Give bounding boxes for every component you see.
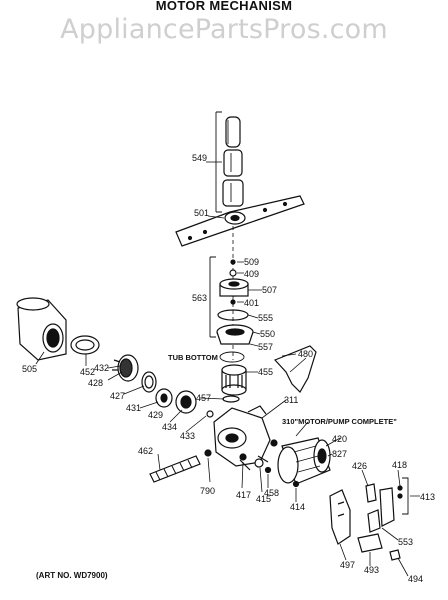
art-number: (ART NO. WD7900) [36, 571, 108, 580]
part-501-spray-arm [175, 195, 305, 247]
label-507: 507 [262, 285, 277, 295]
label-409: 409 [244, 269, 259, 279]
label-501: 501 [194, 208, 209, 218]
part-427-ring [141, 371, 157, 393]
diagram-title: MOTOR MECHANISM [155, 0, 293, 13]
label-401: 401 [244, 298, 259, 308]
label-557: 557 [258, 342, 273, 352]
label-428: 428 [88, 378, 103, 388]
label-480: 480 [298, 349, 313, 359]
part-480-shield [273, 345, 317, 393]
label-431: 431 [126, 403, 141, 413]
part-428-filter [112, 354, 139, 382]
label-433: 433 [180, 431, 195, 441]
label-458: 458 [264, 488, 279, 498]
label-563: 563 [192, 293, 207, 303]
label-420: 420 [332, 434, 347, 444]
label-550: 550 [260, 329, 275, 339]
label-427: 427 [110, 391, 125, 401]
label-426: 426 [352, 461, 367, 471]
part-827-motor [277, 437, 331, 485]
part-426-clip [365, 483, 377, 503]
label-432: 432 [94, 363, 109, 373]
label-tub-bottom: TUB BOTTOM [168, 353, 218, 362]
label-497: 497 [340, 560, 355, 570]
label-790: 790 [200, 486, 215, 496]
part-462-hose [149, 455, 201, 483]
label-457: 457 [196, 393, 211, 403]
part-311-pump-body [213, 405, 271, 471]
label-827: 827 [332, 449, 347, 459]
label-418: 418 [392, 460, 407, 470]
part-497-bracket [329, 489, 351, 545]
label-505: 505 [22, 364, 37, 374]
part-452-clamp [70, 335, 100, 355]
watermark: AppliancePartsPros.com [60, 14, 388, 45]
label-311: 311 [284, 395, 298, 405]
part-505-housing [16, 297, 67, 361]
label-455: 455 [258, 367, 273, 377]
label-415: 415 [256, 494, 271, 504]
part-550-seal [216, 324, 254, 345]
label-549: 549 [192, 153, 207, 163]
label-434: 434 [162, 422, 177, 432]
label-493: 493 [364, 565, 379, 575]
part-455-impeller-housing [221, 364, 247, 396]
label-motor-pump-complete: 310"MOTOR/PUMP COMPLETE" [282, 417, 397, 426]
part-493-block [357, 533, 383, 553]
label-555: 555 [258, 313, 273, 323]
label-553: 553 [398, 537, 413, 547]
label-414: 414 [290, 502, 305, 512]
part-549-spray-tube [215, 111, 244, 213]
label-462: 462 [138, 446, 153, 456]
label-413: 413 [420, 492, 435, 502]
label-452: 452 [80, 367, 95, 377]
label-417: 417 [236, 490, 251, 500]
label-429: 429 [148, 410, 163, 420]
part-507-hub [219, 278, 249, 297]
label-509: 509 [244, 257, 259, 267]
label-494: 494 [408, 574, 423, 584]
